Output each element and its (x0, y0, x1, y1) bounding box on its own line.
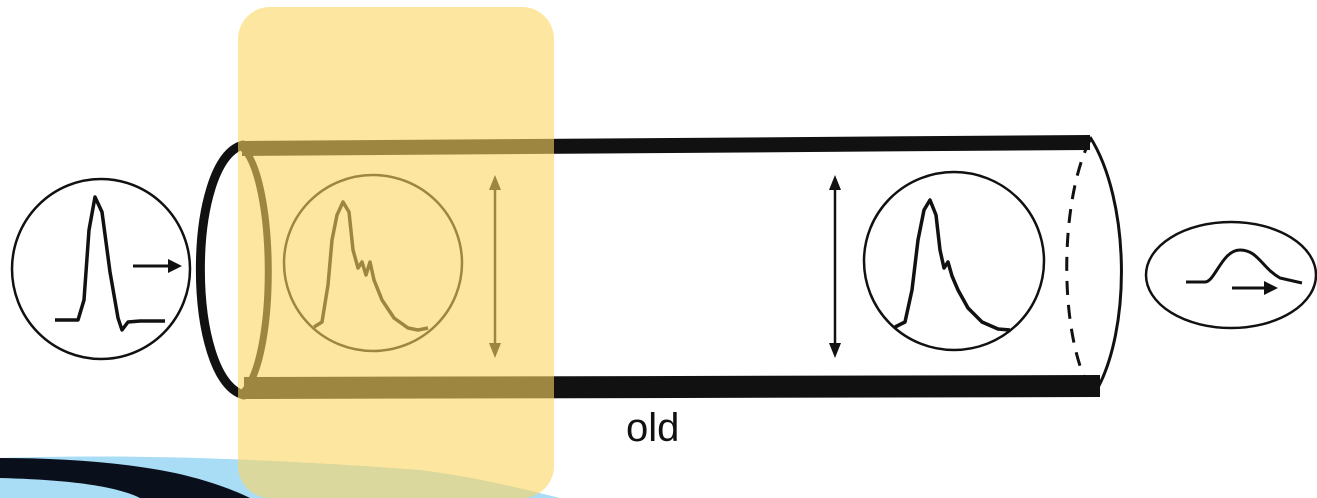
distal-pulse (864, 172, 1044, 350)
vessel-outlet-solid-rim (1090, 137, 1121, 393)
highlight-box (238, 7, 554, 498)
output-pulse-wave (1186, 250, 1302, 283)
input-pulse (12, 179, 190, 359)
distal-pulse-wave (895, 200, 1010, 330)
distal-diameter-arrow (829, 175, 841, 358)
output-pulse (1146, 222, 1316, 328)
vessel-inlet-outer-rim (200, 145, 244, 395)
distal-pulse-circle (864, 172, 1044, 350)
input-pulse-wave (55, 197, 165, 330)
vessel-outlet-dashed-rim (1067, 140, 1090, 390)
output-arrow-head (1264, 281, 1278, 295)
output-pulse-circle (1146, 222, 1316, 328)
vessel-age-label: old (626, 408, 679, 448)
input-arrow-head (168, 259, 182, 273)
